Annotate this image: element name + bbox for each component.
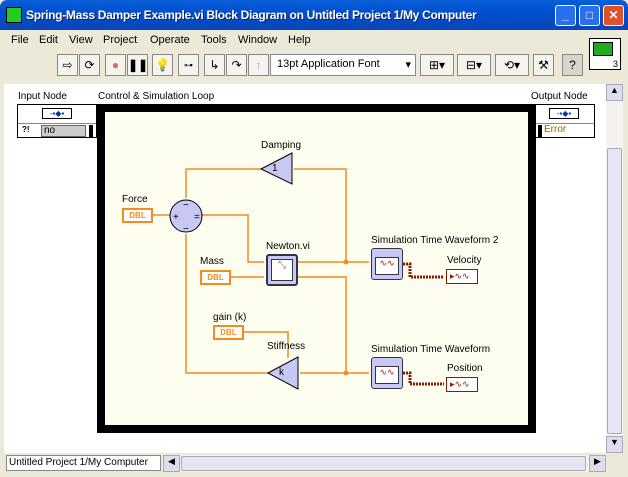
abort-icon[interactable]: ● <box>105 54 126 76</box>
context-help-icon[interactable]: ? <box>562 54 583 76</box>
menu-view[interactable]: View <box>69 34 93 46</box>
waveform-icon: ▸∿∿ <box>450 271 470 281</box>
distribute-objects-icon[interactable]: ⊟▾ <box>457 54 491 76</box>
minus-sign: − <box>183 200 189 211</box>
stiffness-value: k <box>279 367 284 378</box>
minus-sign: − <box>183 224 189 235</box>
retain-wire-values-icon[interactable]: ⊶ <box>178 54 199 76</box>
loop-label: Control & Simulation Loop <box>98 91 215 102</box>
close-button[interactable]: ✕ <box>603 5 624 26</box>
vi-icon[interactable]: 3 <box>589 38 621 70</box>
force-control[interactable]: DBL <box>122 208 153 223</box>
wire-stiffness-to-sum <box>185 234 268 374</box>
menu-edit[interactable]: Edit <box>39 34 58 46</box>
menu-tools[interactable]: Tools <box>201 34 227 46</box>
title-bar: Spring-Mass Damper Example.vi Block Diag… <box>0 0 628 30</box>
force-type: DBL <box>129 211 146 220</box>
scroll-down-arrow-icon[interactable]: ▼ <box>606 436 623 453</box>
simulation-time-waveform-2[interactable]: ∿∿ <box>371 248 403 280</box>
clean-up-diagram-icon[interactable]: ⚒ <box>533 54 554 76</box>
horizontal-scroll-thumb[interactable] <box>181 456 586 471</box>
wire-sum-to-newton <box>202 214 264 263</box>
mass-control[interactable]: DBL <box>200 270 231 285</box>
wire-damping-to-sum <box>185 168 261 198</box>
waveform-wire-velocity <box>403 262 444 279</box>
equals-sign: = <box>194 212 200 223</box>
output-node-value: Error <box>544 124 567 135</box>
gain-type: DBL <box>220 328 237 337</box>
compound-arithmetic-node <box>169 199 203 233</box>
wire-velocity-to-damping <box>294 168 347 262</box>
damping-label: Damping <box>261 140 302 151</box>
highlight-execution-icon[interactable]: 💡 <box>152 54 173 76</box>
vertical-scrollbar[interactable]: ▲ ▼ <box>606 84 623 453</box>
newton-label: Newton.vi <box>266 241 310 252</box>
run-continuously-icon[interactable]: ⟳ <box>79 54 100 76</box>
waveform-icon: ▸∿∿ <box>450 379 470 389</box>
damping-gain-triangle <box>259 152 293 185</box>
waveform-wire-position <box>403 371 444 386</box>
force-label: Force <box>122 194 148 205</box>
input-node-marker: ?! <box>22 125 30 134</box>
node-connector-icon: -▪◆▪ <box>549 108 579 119</box>
output-node[interactable]: -▪◆▪ Error <box>535 104 595 138</box>
font-select-value: 13pt Application Font <box>277 58 380 70</box>
menu-bar: File Edit View Project Operate Tools Win… <box>4 30 624 50</box>
gain-label: gain (k) <box>213 312 247 323</box>
output-node-label: Output Node <box>531 91 588 102</box>
scroll-right-arrow-icon[interactable]: ▶ <box>589 455 606 472</box>
stiffness-gain-triangle <box>266 356 299 390</box>
wire-position <box>298 276 369 374</box>
scroll-left-arrow-icon[interactable]: ◀ <box>163 455 180 472</box>
scroll-up-arrow-icon[interactable]: ▲ <box>606 84 623 101</box>
step-out-icon[interactable]: ↑ <box>248 54 269 76</box>
gain-control[interactable]: DBL <box>213 325 244 340</box>
damping-value: 1 <box>272 163 278 174</box>
project-context: Untitled Project 1/My Computer <box>6 455 161 471</box>
run-arrow-icon[interactable]: ⇨ <box>57 54 78 76</box>
font-select[interactable]: 13pt Application Font ▾ <box>270 54 416 76</box>
input-node-label: Input Node <box>18 91 67 102</box>
mass-label: Mass <box>200 256 224 267</box>
waveform-chart-icon: ∿∿ <box>375 257 399 275</box>
reorder-icon[interactable]: ⟲▾ <box>495 54 529 76</box>
step-into-icon[interactable]: ↳ <box>204 54 225 76</box>
newton-subvi-icon: ⤡ <box>271 259 293 281</box>
velocity-indicator[interactable]: ▸∿∿ <box>446 269 478 284</box>
window-title: Spring-Mass Damper Example.vi Block Diag… <box>26 8 477 22</box>
menu-window[interactable]: Window <box>238 34 278 46</box>
menu-help[interactable]: Help <box>288 34 311 46</box>
wire-junction <box>343 370 349 376</box>
vertical-scroll-thumb[interactable] <box>607 148 622 434</box>
waveform2-label: Simulation Time Waveform 2 <box>371 235 499 246</box>
position-label: Position <box>447 363 483 374</box>
labview-app-icon <box>6 7 22 23</box>
waveform1-label: Simulation Time Waveform <box>371 344 491 355</box>
input-node[interactable]: -▪◆▪ ?! no <box>17 104 97 138</box>
simulation-time-waveform[interactable]: ∿∿ <box>371 357 403 389</box>
menu-operate[interactable]: Operate <box>150 34 190 46</box>
vi-icon-badge: 3 <box>612 59 618 69</box>
horizontal-scrollbar[interactable]: ◀ ▶ <box>163 455 606 472</box>
waveform-chart-icon: ∿∿ <box>375 366 399 384</box>
minimize-button[interactable]: _ <box>555 5 576 26</box>
maximize-button[interactable]: □ <box>579 5 600 26</box>
menu-project[interactable]: Project <box>103 34 138 46</box>
newton-subvi[interactable]: ⤡ <box>266 254 298 286</box>
chevron-down-icon: ▾ <box>405 59 411 71</box>
wire-gain-to-stiffness <box>244 331 289 358</box>
input-node-value[interactable]: no <box>41 125 86 137</box>
pause-icon[interactable]: ❚❚ <box>127 54 148 76</box>
menu-file[interactable]: File <box>11 34 29 46</box>
node-connector-icon: -▪◆▪ <box>42 108 72 119</box>
align-objects-icon[interactable]: ⊞▾ <box>420 54 454 76</box>
velocity-label: Velocity <box>447 255 482 266</box>
position-indicator[interactable]: ▸∿∿ <box>446 377 478 392</box>
stiffness-label: Stiffness <box>267 341 306 352</box>
plus-sign: + <box>173 212 179 223</box>
wire-junction <box>343 259 349 265</box>
step-over-icon[interactable]: ↷ <box>226 54 247 76</box>
mass-type: DBL <box>207 273 224 282</box>
